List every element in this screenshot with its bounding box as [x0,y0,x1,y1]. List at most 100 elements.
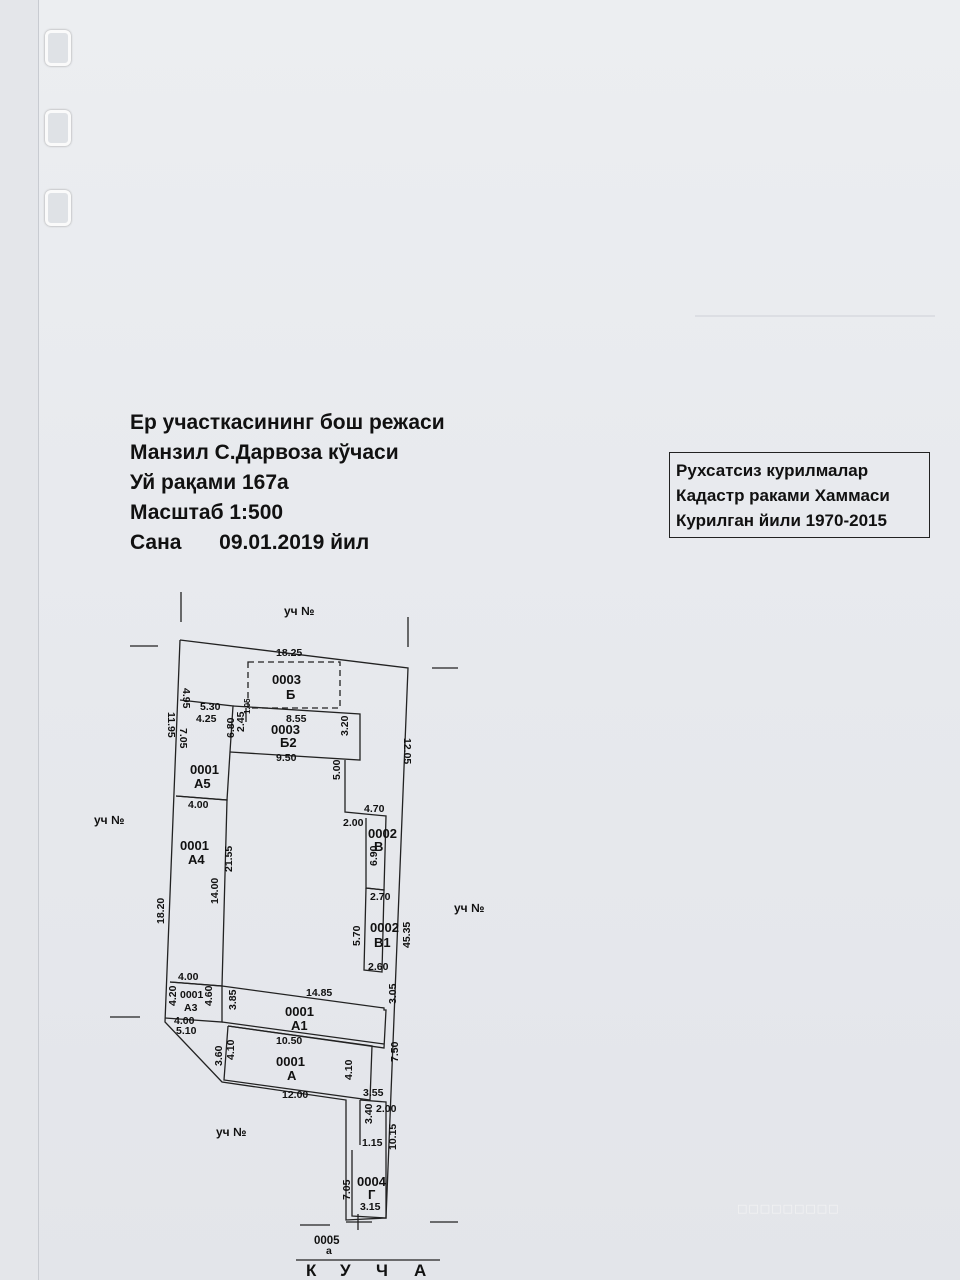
dim-label: 5.00 [331,759,343,780]
dim-label: 18.25 [276,647,302,659]
dim-label: 8.55 [286,713,307,725]
dim-label: 2.00 [376,1103,397,1115]
dim-label: 4.00 [174,1015,195,1027]
dim-label: 6.90 [368,845,380,866]
dim-label: 3.40 [363,1103,375,1124]
neighbor-bottom-left-label: уч № [216,1125,246,1139]
dim-label: 7.50 [389,1041,401,1062]
dim-label: 4.25 [196,713,217,725]
dim-label: 5.30 [200,701,221,713]
document-page [38,0,960,1280]
code-a1-num: 0001 [285,1004,314,1019]
code-b-num: 0003 [272,672,301,687]
code-a5-letter: А5 [194,776,211,791]
code-b2-num: 0003 [271,722,300,737]
code-v-letter: В [374,839,383,854]
dim-label: 2.00 [343,817,364,829]
dim-label: 3.85 [227,989,239,1010]
dim-label: 4.95 [180,688,192,709]
dim-label: 6.80 [225,717,237,738]
dim-label: 4.60 [203,985,215,1006]
code-a1-letter: А1 [291,1018,308,1033]
note-line-1: Рухсатсиз курилмалар [676,461,869,480]
dimension-labels: 18.25 4.95 11.95 5.30 4.25 7.05 6.80 2.4… [155,647,413,1213]
dim-label: 3.20 [339,715,351,736]
house-number-line: Уй рақами 167а [130,471,289,494]
dim-label: 10.15 [387,1124,399,1150]
code-a4-num: 0001 [180,838,209,853]
dim-label: 2.60 [368,961,389,973]
dim-label: 14.85 [306,987,332,999]
code-a-letter: А [287,1068,297,1083]
street-label: К У Ч А [306,1261,428,1280]
dim-label: 1.05 [243,698,252,714]
note-line-2: Кадастр раками Хаммаси [676,486,890,505]
code-v1-num: 0002 [370,920,399,935]
dim-label: 2.70 [370,891,391,903]
dim-label: 11.95 [165,712,177,738]
date-label: Сана [130,531,182,554]
scale-line: Масштаб 1:500 [130,501,284,524]
building-g-outline [351,1099,387,1219]
street-letter: У [340,1261,353,1280]
plan-title-block: Ер участкасининг бош режаси Манзил С.Дар… [130,408,550,558]
dim-label: 4.10 [343,1059,355,1080]
dim-label: 7.05 [341,1179,353,1200]
code-v-num: 0002 [368,826,397,841]
building-v-outline [344,760,387,891]
building-a-outline [223,1025,373,1101]
street-letter: А [414,1261,428,1280]
dim-label: 4.70 [364,803,385,815]
code-g-letter: Г [368,1187,376,1202]
code-a3-letter: А3 [184,1002,198,1014]
binder-ring [45,110,71,146]
plan-title: Ер участкасининг бош режаси [130,411,445,434]
dim-label: 4.00 [178,971,199,983]
dim-label: 1.15 [362,1137,383,1149]
neighbor-labels: уч № уч № уч № уч № [94,604,484,1139]
dim-label: 3.15 [360,1201,381,1213]
building-a3-outline [164,981,223,1023]
neighbor-right-label: уч № [454,901,484,915]
dim-label: 12.05 [401,738,413,764]
address-line: Манзил С.Дарвоза кўчаси [130,441,399,464]
code-a5-num: 0001 [190,762,219,777]
dim-label: 3.60 [213,1045,225,1066]
show-through-ghost [695,315,935,427]
dim-label: 4.20 [167,985,179,1006]
neighbor-left-label: уч № [94,813,124,827]
street-letter: К [306,1261,318,1280]
dim-label: 5.70 [351,925,363,946]
street-letter: Ч [376,1261,390,1280]
code-a3-num: 0001 [180,989,204,1001]
code-a4-letter: А4 [188,852,205,867]
code-v1-letter: В1 [374,935,391,950]
dim-label: 3.55 [363,1087,384,1099]
dim-label: 3.05 [387,983,399,1004]
date-value: 09.01.2019 йил [219,531,370,554]
dim-label: 4.00 [188,799,209,811]
dim-label: 4.10 [225,1039,237,1060]
dim-label: 18.20 [155,898,167,924]
binder-ring [45,30,71,66]
dim-label: 7.05 [177,728,189,749]
building-codes: 0003 Б 0003 Б2 0001 А5 0001 А4 0002 В 00… [180,672,399,1257]
dim-label: 9.50 [276,752,297,764]
code-b2-letter: Б2 [280,735,297,750]
dim-label: 5.10 [176,1025,197,1037]
code-a-num: 0001 [276,1054,305,1069]
date-line: Сана 09.01.2019 йил [130,528,550,558]
neighbor-top-label: уч № [284,604,314,618]
dim-label: 10.50 [276,1035,302,1047]
code-gate-num: 0005 [314,1235,340,1247]
code-g-num: 0004 [357,1174,387,1189]
parcel-outline [164,639,409,1221]
note-line-3: Курилган йили 1970-2015 [676,511,887,530]
dim-label: 45.35 [401,922,413,948]
dim-label: 21.55 [223,846,235,872]
unauthorized-buildings-note: Рухсатсиз курилмалар Кадастр раками Хамм… [669,452,930,538]
building-b-outline [247,661,341,709]
building-v1-outline [363,887,385,973]
watermark-text: □□□□□□□□□ [737,1202,840,1215]
